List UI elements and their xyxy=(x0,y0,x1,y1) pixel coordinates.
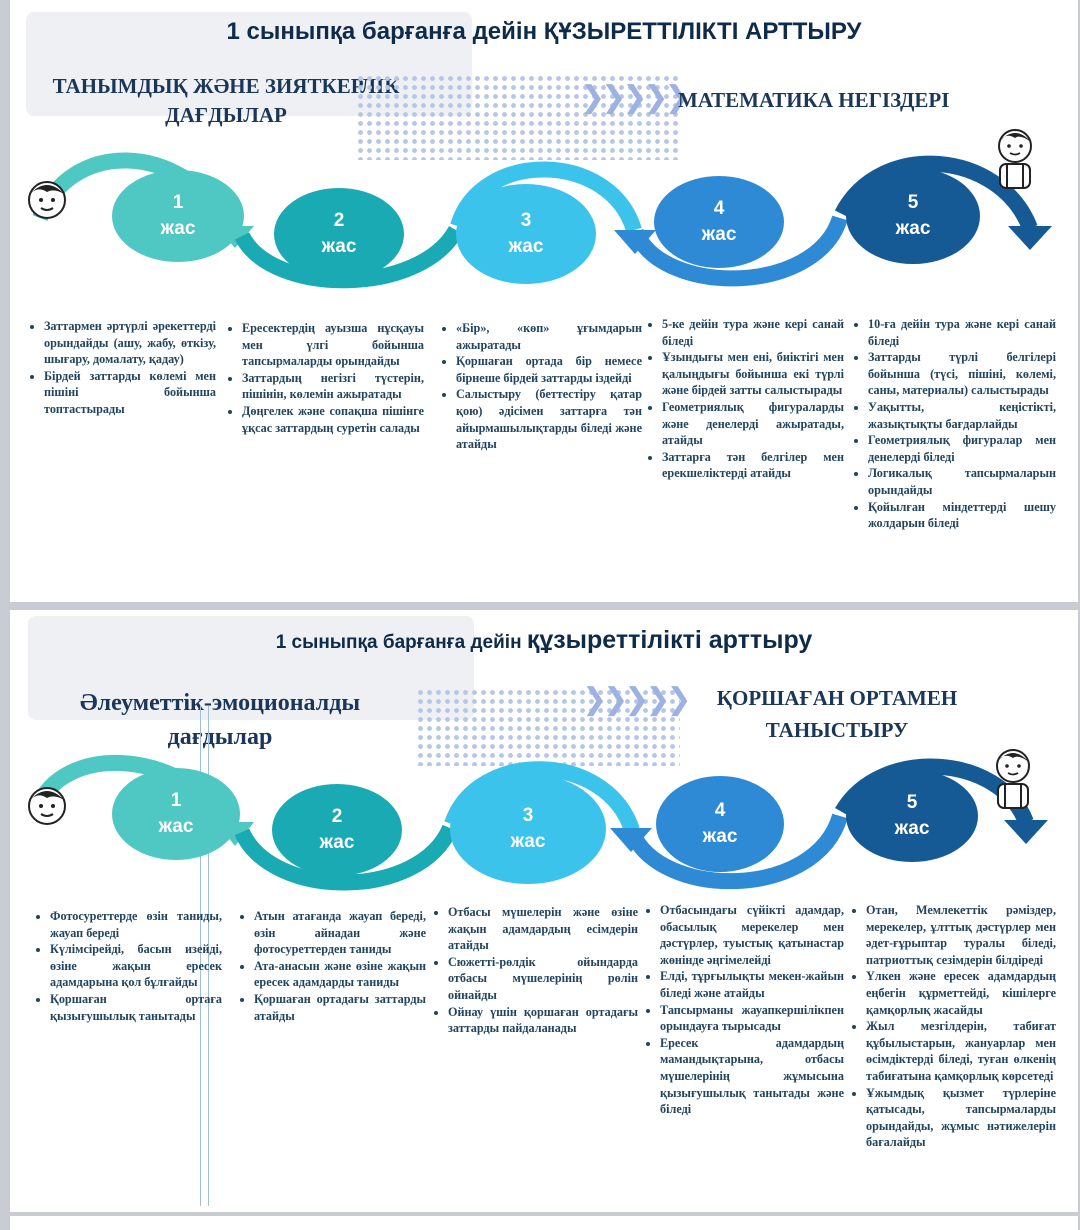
age-circle-3: 3 жас xyxy=(456,184,596,284)
page-title-emphasis: құзыреттілікті арттыру xyxy=(526,626,813,654)
left-heading: ТАНЫМДЫҚ ЖӘНЕ ЗИЯТКЕРЛІК ДАҒДЫЛАР xyxy=(52,74,400,127)
age-circle-4: 4 жас xyxy=(654,176,784,268)
skill-item: Заттардың негізгі түстерін, пішінін, көл… xyxy=(242,370,424,403)
skill-item: Фотосуреттерде өзін таниды, жауап береді xyxy=(50,908,222,941)
skill-item: Ересектердің ауызша нұсқауы мен үлгі бой… xyxy=(242,320,424,370)
page-title: 1 сыныпқа барғанға дейін ҚҰЗЫРЕТТІЛІКТІ … xyxy=(226,18,862,45)
left-heading: Әлеуметтік-эмоционалды дағдылар xyxy=(79,690,361,750)
age-unit: жас xyxy=(319,832,355,853)
age-circle-4: 4 жас xyxy=(656,776,784,872)
age-circle-5: 5 жас xyxy=(846,770,978,862)
skill-item: Заттармен әртүрлі әрекеттерді орындайды … xyxy=(44,318,216,368)
skill-item: Заттарға тән белгілер мен ерекшеліктерді… xyxy=(662,449,844,482)
skills-column-age-3: Отбасы мүшелерін және өзіне жақын адамда… xyxy=(430,904,638,1037)
age-circle-5: 5 жас xyxy=(846,168,980,264)
skill-item: «Бір», «көп» ұғымдарын ажыратады xyxy=(456,320,642,353)
age-unit: жас xyxy=(702,826,738,847)
panel-cognitive-math: 1 сыныпқа барғанға дейін ҚҰЗЫРЕТТІЛІКТІ … xyxy=(10,0,1078,602)
age-unit: жас xyxy=(321,236,357,257)
age-unit: жас xyxy=(701,224,737,245)
skill-item: 5-ке дейін тура және кері санай біледі xyxy=(662,316,844,349)
skill-item: Ата-анасын және өзіне жақын ересек адамд… xyxy=(254,958,426,991)
dot-pattern xyxy=(356,74,678,160)
student-icon xyxy=(990,124,1040,195)
age-number: 3 xyxy=(520,210,532,232)
age-circle-2: 2 жас xyxy=(274,188,404,280)
age-number: 1 xyxy=(170,790,182,812)
heading-backdrop xyxy=(28,616,474,720)
age-unit: жас xyxy=(895,218,931,239)
skill-item: 10-ға дейін тура және кері санай біледі xyxy=(868,316,1056,349)
skills-column-age-4: Отбасындағы сүйікті адамдар, обасылық ме… xyxy=(642,902,844,1118)
skill-item: Логикалық тапсырмаларын орындайды xyxy=(868,465,1056,498)
skills-column-age-1: Фотосуреттерде өзін таниды, жауап береді… xyxy=(32,908,222,1024)
skill-item: Үлкен және ересек адамдардың еңбегін құр… xyxy=(866,968,1056,1018)
chevron-arrows-icon: ❯❯❯❯❯ xyxy=(580,80,690,115)
age-circle-1: 1 жас xyxy=(112,768,240,860)
skills-column-age-5: 10-ға дейін тура және кері санай біледіЗ… xyxy=(850,316,1056,532)
skill-item: Уақытты, кеңістікті, жазықтықты бағдарла… xyxy=(868,399,1056,432)
chevron-arrows-icon: ❯❯❯❯❯ xyxy=(582,682,692,717)
skill-item: Күлімсірейді, басын изейді, өзіне жақын … xyxy=(50,941,222,991)
skill-item: Ересек адамдардың мамандықтарына, отбасы… xyxy=(660,1035,844,1118)
age-number: 2 xyxy=(333,210,345,232)
skill-item: Дөңгелек және сопақша пішінге ұқсас затт… xyxy=(242,403,424,436)
skill-item: Елді, тұрғылықты мекен-жайын біледі және… xyxy=(660,968,844,1001)
skill-item: Ұзындығы мен ені, биіктігі мен қалыңдығы… xyxy=(662,349,844,399)
child-face-icon xyxy=(24,176,70,227)
skill-item: Қоршаған ортада бір немесе бірнеше бірде… xyxy=(456,353,642,386)
age-number: 5 xyxy=(906,792,918,814)
skills-column-age-4: 5-ке дейін тура және кері санай біледіҰз… xyxy=(644,316,844,482)
age-circle-1: 1 жас xyxy=(112,170,244,262)
skill-item: Отбасындағы сүйікті адамдар, обасылық ме… xyxy=(660,902,844,968)
skill-item: Бірдей заттарды көлемі мен пішіні бойынш… xyxy=(44,368,216,418)
age-number: 5 xyxy=(907,192,919,214)
age-unit: жас xyxy=(510,831,546,852)
skill-item: Ұжымдық қызмет түрлеріне қатысады, тапсы… xyxy=(866,1085,1056,1151)
guide-line xyxy=(208,706,209,1206)
skill-item: Отан, Мемлекеттік рәміздер, мерекелер, ұ… xyxy=(866,902,1056,968)
age-unit: жас xyxy=(508,236,544,257)
skill-item: Атын атағанда жауап береді, өзін айнадан… xyxy=(254,908,426,958)
skill-item: Қоршаған ортадағы заттарды атайды xyxy=(254,991,426,1024)
page-title-prefix: 1 сыныпқа барғанға дейін xyxy=(275,632,527,653)
age-number: 4 xyxy=(713,198,725,220)
age-unit: жас xyxy=(160,218,196,239)
skill-item: Сюжетті-рөлдік ойындарда отбасы мүшелері… xyxy=(448,954,638,1004)
right-heading: ҚОРШАҒАН ОРТАМЕН ТАНЫСТЫРУ xyxy=(716,686,958,742)
skill-item: Отбасы мүшелерін және өзіне жақын адамда… xyxy=(448,904,638,954)
skill-item: Тапсырманы жауапкершілікпен орындауға ты… xyxy=(660,1002,844,1035)
age-number: 4 xyxy=(714,800,726,822)
age-circle-2: 2 жас xyxy=(272,784,402,876)
skills-column-age-1: Заттармен әртүрлі әрекеттерді орындайды … xyxy=(26,318,216,418)
age-number: 1 xyxy=(172,192,184,214)
skill-item: Ойнау үшін қоршаған ортадағы заттарды па… xyxy=(448,1004,638,1037)
skills-column-age-5: Отан, Мемлекеттік рәміздер, мерекелер, ұ… xyxy=(848,902,1056,1151)
child-face-icon xyxy=(24,782,70,833)
age-unit: жас xyxy=(894,818,930,839)
skill-item: Салыстыру (беттестіру қатар қою) әдісіме… xyxy=(456,386,642,452)
skills-column-age-3: «Бір», «көп» ұғымдарын ажыратадыҚоршаған… xyxy=(438,320,642,453)
dot-pattern xyxy=(416,688,680,766)
age-circle-3: 3 жас xyxy=(450,774,606,884)
skill-item: Қоршаған ортаға қызығушылық танытады xyxy=(50,991,222,1024)
age-unit: жас xyxy=(158,816,194,837)
guide-line xyxy=(200,706,201,1206)
right-heading: МАТЕМАТИКА НЕГІЗДЕРІ xyxy=(678,88,950,112)
skill-item: Қойылған міндеттерді шешу жолдарын білед… xyxy=(868,499,1056,532)
skill-item: Заттарды түрлі белгілері бойынша (түсі, … xyxy=(868,349,1056,399)
student-icon xyxy=(988,744,1038,815)
panel-social-environment: 1 сыныпқа барғанға дейін құзыреттілікті … xyxy=(10,610,1078,1212)
age-number: 2 xyxy=(331,806,343,828)
skill-item: Жыл мезгілдерін, табиғат құбылыстарын, ж… xyxy=(866,1018,1056,1084)
page-title: 1 сыныпқа барғанға дейін құзыреттілікті … xyxy=(10,626,1078,655)
skill-item: Геометриялық фигуралар мен денелерді біл… xyxy=(868,432,1056,465)
skills-column-age-2: Атын атағанда жауап береді, өзін айнадан… xyxy=(236,908,426,1024)
next-page-edge xyxy=(10,1216,1078,1230)
skills-column-age-2: Ересектердің ауызша нұсқауы мен үлгі бой… xyxy=(224,320,424,436)
skill-item: Геометриялық фигураларды және денелерді … xyxy=(662,399,844,449)
age-number: 3 xyxy=(522,805,534,827)
